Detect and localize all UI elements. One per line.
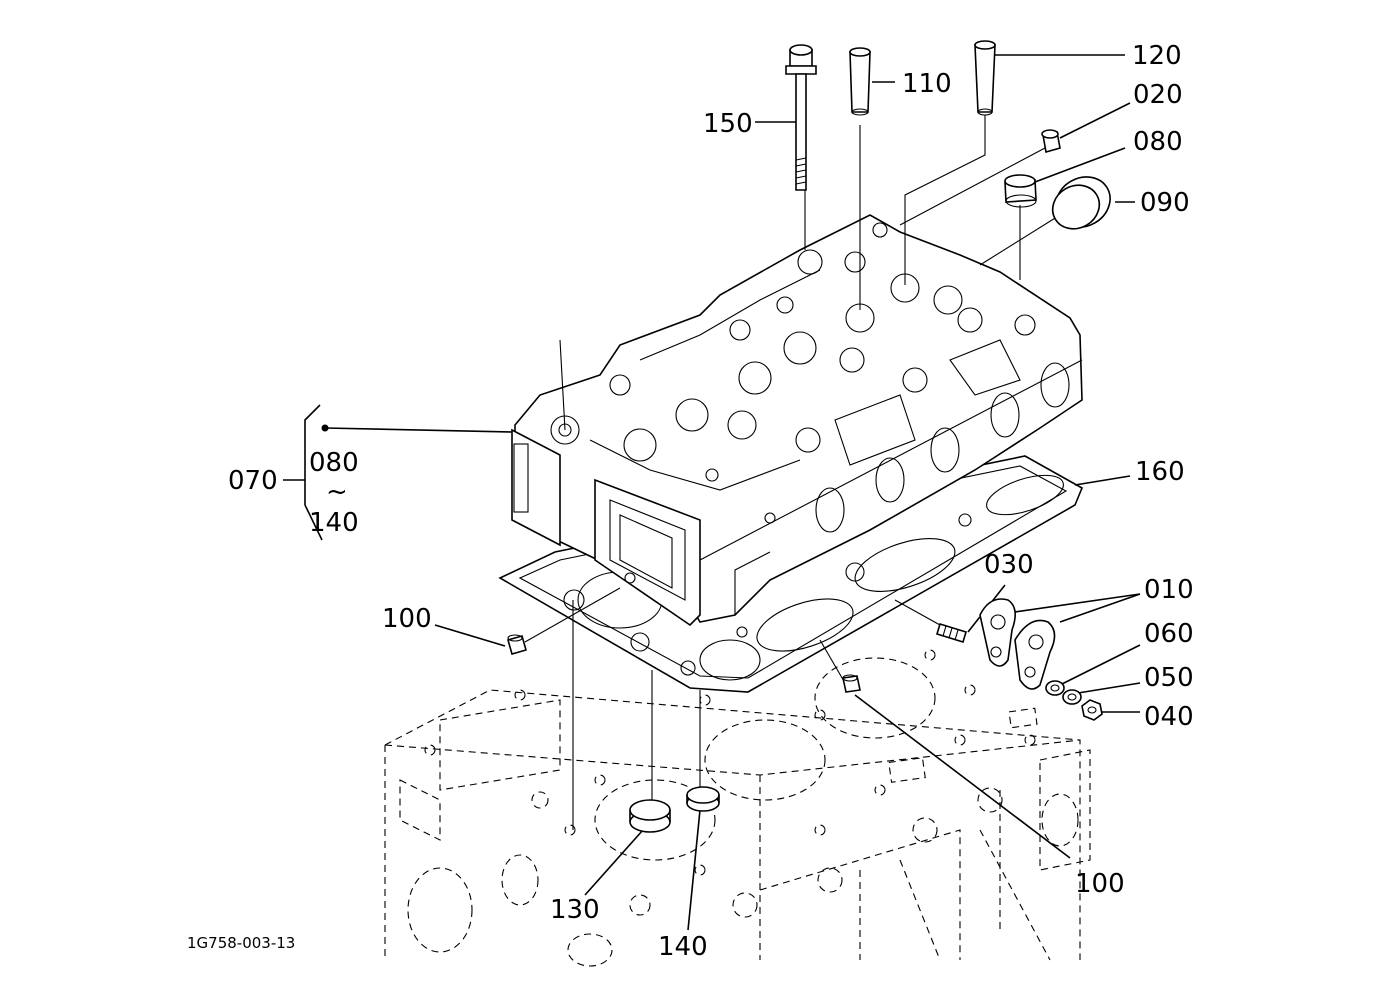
callout-140: 140 — [658, 932, 708, 962]
callout-030: 030 — [984, 550, 1034, 580]
callout-040: 040 — [1144, 702, 1194, 732]
seal-080 — [1004, 174, 1037, 208]
nut-040 — [1081, 699, 1103, 721]
plug-090 — [1051, 176, 1111, 230]
seal-130 — [629, 799, 671, 833]
valve-guide-110 — [849, 47, 871, 116]
callout-110: 110 — [902, 69, 952, 99]
callout-060: 060 — [1144, 619, 1194, 649]
callout-080: 080 — [1133, 127, 1183, 157]
dowel-pin-100-left — [507, 634, 527, 655]
engine-hangers-010 — [979, 598, 1056, 690]
head-bolt-150 — [785, 44, 817, 191]
callout-090: 090 — [1140, 188, 1190, 218]
hardware-parts — [321, 40, 1111, 833]
callout-070-range-end: 140 — [309, 508, 359, 538]
callout-070: 070 — [228, 466, 278, 496]
callout-150: 150 — [703, 109, 753, 139]
leader-lines — [283, 54, 1141, 931]
group-marker-dot — [321, 424, 329, 432]
callout-070-range-tilde: ~ — [326, 477, 348, 507]
callout-020: 020 — [1133, 80, 1183, 110]
callout-labels: 150 110 120 020 080 090 070 080 ~ 140 16… — [187, 41, 1194, 962]
seal-140 — [686, 786, 720, 812]
washer-060 — [1045, 680, 1065, 696]
callout-070-range-start: 080 — [309, 448, 359, 478]
callout-100-right: 100 — [1075, 869, 1125, 899]
callout-050: 050 — [1144, 663, 1194, 693]
callout-100-left: 100 — [382, 604, 432, 634]
cylinder-head — [511, 214, 1083, 627]
callout-160: 160 — [1135, 457, 1185, 487]
engine-block — [384, 649, 1091, 967]
plug-020 — [1041, 129, 1061, 154]
callout-010: 010 — [1144, 575, 1194, 605]
lock-washer-050 — [1062, 689, 1082, 705]
dowel-pin-100-right — [842, 674, 861, 693]
callout-130: 130 — [550, 895, 600, 925]
drawing-number: 1G758-003-13 — [187, 934, 295, 952]
valve-guide-120 — [974, 40, 996, 116]
stud-030 — [936, 622, 967, 644]
callout-120: 120 — [1132, 41, 1182, 71]
